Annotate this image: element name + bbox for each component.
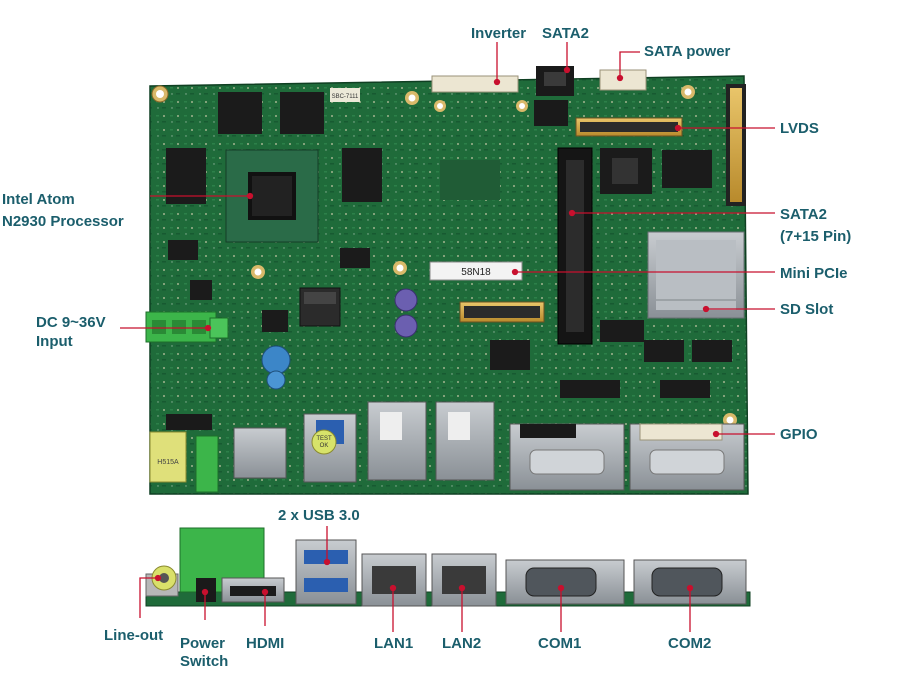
label-gpio: GPIO: [780, 426, 818, 443]
top-board: SBC-7111: [145, 66, 749, 495]
label-cpu-line2: N2930 Processor: [2, 213, 124, 230]
label-lvds: LVDS: [780, 120, 819, 137]
label-dc-line1: DC 9~36V: [36, 314, 106, 331]
label-power-line1: Power: [180, 635, 226, 652]
label-sata-power: SATA power: [644, 43, 731, 60]
label-power-line2: Switch: [180, 653, 229, 670]
label-cpu-line1: Intel Atom: [2, 191, 75, 208]
label-lan1: LAN1: [374, 635, 414, 652]
io-edge-photo-icon: [145, 527, 751, 607]
usb-sticker-line1: TEST: [316, 436, 332, 442]
label-usb: 2 x USB 3.0: [278, 507, 360, 524]
label-line-out: Line-out: [104, 627, 164, 644]
svg-text:H515A: H515A: [157, 459, 179, 466]
label-hdmi: HDMI: [246, 635, 285, 652]
label-sd-slot: SD Slot: [780, 301, 834, 318]
leader-lines: [120, 42, 775, 632]
label-com2: COM2: [668, 635, 712, 652]
label-inverter: Inverter: [471, 25, 527, 42]
label-dc-line2: Input: [36, 333, 73, 350]
chip-label-text: 58N18: [461, 267, 491, 278]
board-model-text: SBC-7111: [332, 94, 359, 100]
label-sata2-top: SATA2: [542, 25, 589, 42]
label-mini-pcie: Mini PCIe: [780, 265, 848, 282]
label-sata2-side-line2: (7+15 Pin): [780, 228, 852, 245]
label-sata2-side-line1: SATA2: [780, 206, 827, 223]
label-lan2: LAN2: [442, 635, 482, 652]
usb-sticker-line2: OK: [320, 443, 329, 449]
label-com1: COM1: [538, 635, 582, 652]
